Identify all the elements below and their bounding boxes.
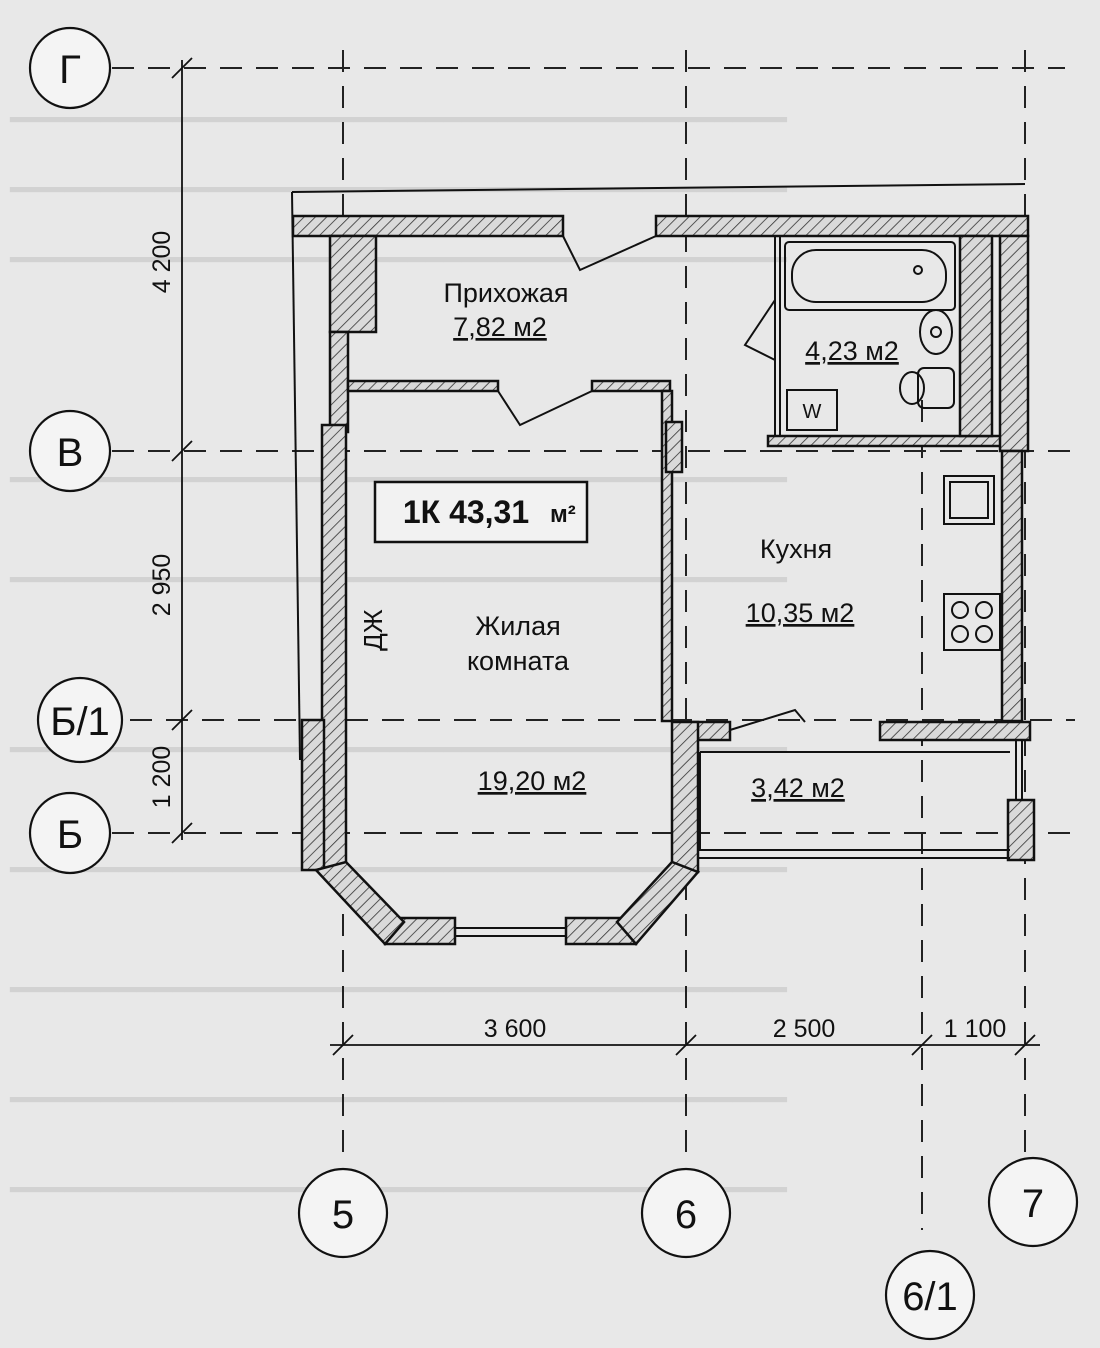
wall-bath-bottom [766,434,1028,448]
wall-living-kitchen [660,389,674,723]
living-name-line2: комната [467,646,570,676]
wall-bay-diag-right [615,860,701,946]
wall-right-outer [998,234,1030,453]
axis-bubble-g [28,26,112,110]
balcony-area: 3,42 м2 [751,773,845,803]
axis-label-7: 7 [1022,1182,1044,1226]
svg-text:━━━━━━━━━━━━━━━━━━━━━━━━━━━━━━: ━━━━━━━━━━━━━━━━━━━━━━━━━━━━━━━━━━━━━━━━… [9,734,788,767]
wall-kitchen-right [1000,449,1024,723]
washer-label: W [803,401,822,423]
fixtures: W [784,241,1001,651]
wall-hall-divider-right [590,379,672,393]
horizontal-dimensions: 3 600 2 500 1 100 [330,1015,1040,1056]
axis-label-6: 6 [675,1193,697,1237]
axis-bubble-5 [297,1167,389,1259]
axis-bubble-b1 [36,676,124,764]
door-hall-living [497,390,593,427]
door-entrance [562,235,657,272]
toilet-icon [917,367,955,409]
wall-top-right [654,214,1030,238]
kitchen-sink-icon [943,475,995,525]
shaft-label: ДЖ [358,609,388,651]
bathroom-area: 4,23 м2 [805,336,899,366]
axis-bubble-6 [640,1167,732,1259]
axis-bubble-b [28,791,112,875]
door-bath [743,299,776,361]
kitchen-name: Кухня [760,534,832,564]
living-area: 19,20 м2 [478,766,587,796]
hall-area: 7,82 м2 [453,312,547,342]
axis-label-b: Б [57,813,83,857]
axis-bubble-v [28,409,112,493]
wall-balcony-mid [670,720,700,874]
svg-text:━━━━━━━━━━━━━━━━━━━━━━━━━━━━━━: ━━━━━━━━━━━━━━━━━━━━━━━━━━━━━━━━━━━━━━━━… [9,974,788,1007]
vertical-dimensions: 4 200 2 950 1 200 [148,57,193,844]
dim-4200: 4 200 [148,231,176,294]
axis-bubbles: Г В Б/1 Б 5 6 6/1 7 [28,26,1079,1341]
room-labels: Прихожая 7,82 м2 4,23 м2 Кухня 10,35 м2 … [358,278,899,803]
wall-shaft [328,234,378,334]
wall-top-left [291,214,565,238]
dim-3600: 3 600 [484,1015,547,1043]
washer-icon [786,389,838,431]
bathtub-icon [784,241,956,311]
axis-label-6-1: 6/1 [902,1275,958,1319]
break-line-top [291,183,1026,193]
svg-text:━━━━━━━━━━━━━━━━━━━━━━━━━━━━━━: ━━━━━━━━━━━━━━━━━━━━━━━━━━━━━━━━━━━━━━━━… [9,244,788,277]
wall-left-bottom [300,718,326,872]
apartment-unit: м² [550,501,576,528]
living-name-line1: Жилая [475,611,560,641]
axis-label-g: Г [59,48,81,92]
wall-bath-right [958,234,994,438]
dim-1100: 1 100 [944,1015,1007,1043]
axis-bubble-7 [987,1156,1079,1248]
walls [291,214,1036,946]
svg-text:━━━━━━━━━━━━━━━━━━━━━━━━━━━━━━: ━━━━━━━━━━━━━━━━━━━━━━━━━━━━━━━━━━━━━━━━… [9,104,788,137]
hall-name: Прихожая [443,278,568,308]
wall-balcony-top-right [878,720,1032,742]
wall-living-kitchen-col [664,420,684,474]
break-line-left [291,191,301,761]
wall-shaft-lower [328,330,350,434]
apartment-badge-box [373,480,589,544]
thin-details [455,235,1023,937]
dim-2950: 2 950 [148,554,176,617]
wall-living-left [320,423,348,872]
axis-label-v: В [57,431,84,475]
wall-hall-divider-left [346,379,500,393]
apartment-code: 1К 43,31 [403,494,529,530]
axis-label-b1: Б/1 [50,700,110,744]
sink-icon [919,309,953,355]
kitchen-area: 10,35 м2 [746,598,855,628]
svg-text:━━━━━━━━━━━━━━━━━━━━━━━━━━━━━━: ━━━━━━━━━━━━━━━━━━━━━━━━━━━━━━━━━━━━━━━━… [9,564,788,597]
wall-bay-diag-left [313,860,406,946]
svg-text:━━━━━━━━━━━━━━━━━━━━━━━━━━━━━━: ━━━━━━━━━━━━━━━━━━━━━━━━━━━━━━━━━━━━━━━━… [9,1084,788,1117]
axis-bubble-6-1 [884,1249,976,1341]
dim-2500: 2 500 [773,1015,836,1043]
door-balcony [729,708,806,731]
stove-icon [943,593,1001,651]
apartment-badge: 1К 43,31 м² [373,480,589,544]
axis-label-5: 5 [332,1193,354,1237]
dim-1200: 1 200 [148,746,176,809]
wall-balcony-col [1006,798,1036,862]
